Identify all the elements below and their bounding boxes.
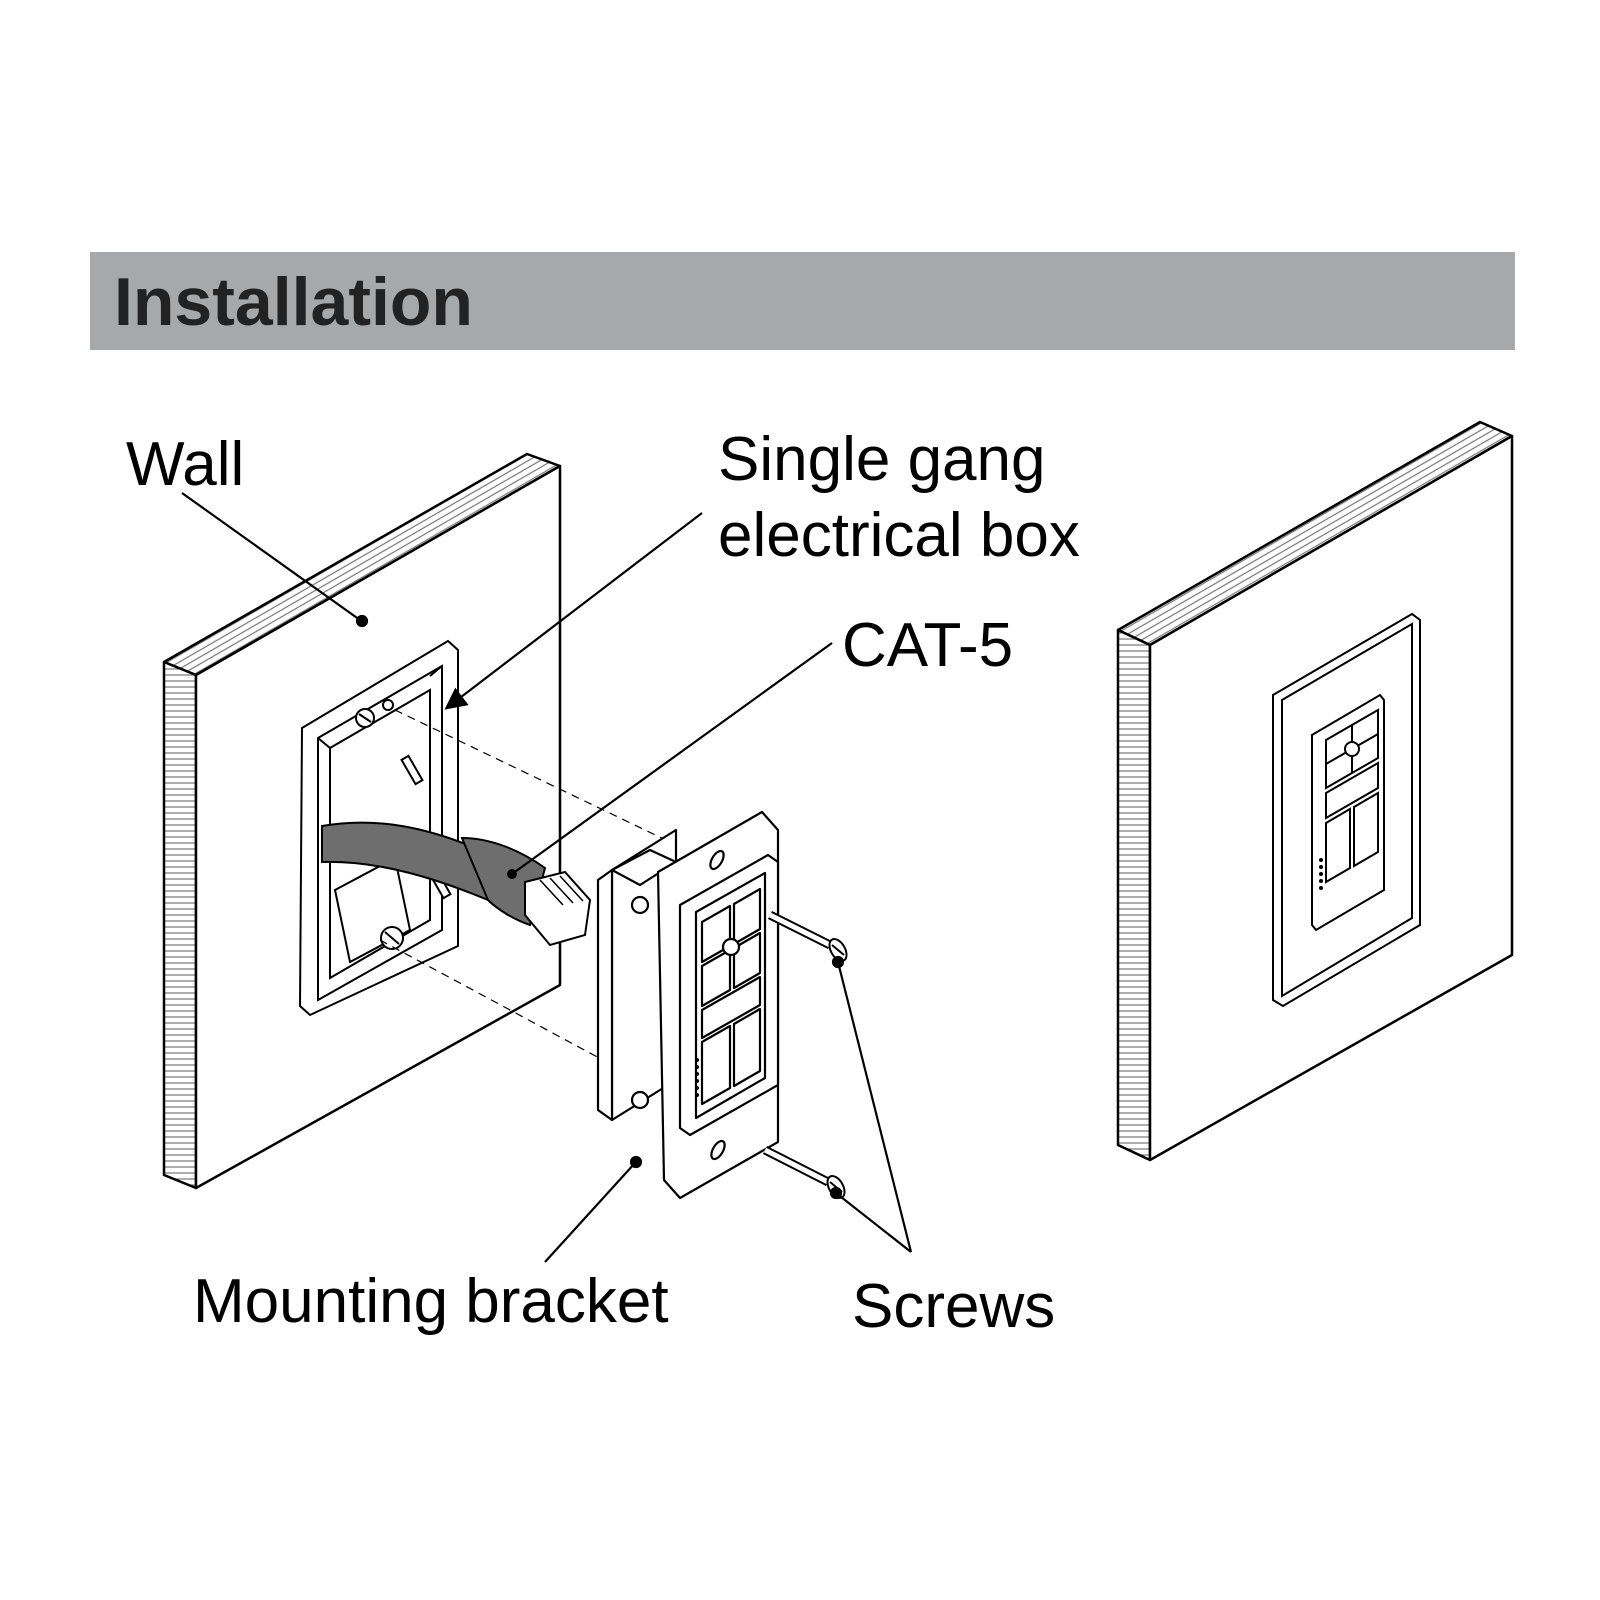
keypad-button-6 xyxy=(700,1024,732,1106)
wall-left-side-edge xyxy=(162,660,198,1190)
leader-lines xyxy=(181,492,913,1263)
leader-cat5 xyxy=(511,642,833,875)
keypad-button-4 xyxy=(732,931,762,990)
label-mounting-bracket: Mounting bracket xyxy=(193,1267,669,1336)
label-electrical-box-line1: Single gang xyxy=(718,425,1046,494)
wall-right-side-edge xyxy=(1116,628,1152,1162)
leader-bracket xyxy=(544,1162,636,1263)
leader-box xyxy=(444,512,703,710)
screw-top xyxy=(767,910,848,962)
installed-keypad xyxy=(1272,612,1421,1008)
keypad-assembly xyxy=(596,810,780,1200)
bracket-hole-top xyxy=(709,849,725,871)
keypad-button-3 xyxy=(700,948,732,1008)
leader-screws-2 xyxy=(835,1192,912,1253)
label-electrical-box-line2: electrical box xyxy=(718,501,1080,570)
page-title: Installation xyxy=(114,264,473,340)
label-screws: Screws xyxy=(852,1272,1055,1341)
header-bar: Installation xyxy=(90,252,1515,350)
label-cat5: CAT-5 xyxy=(842,611,1013,680)
keypad-button-5 xyxy=(700,975,762,1040)
keypad-center-dot xyxy=(721,937,741,957)
keypad-button-2 xyxy=(732,887,762,946)
keypad-led-column xyxy=(695,1058,699,1097)
keypad-button-7 xyxy=(732,1007,762,1088)
header-background xyxy=(90,252,1515,350)
cat5-cable xyxy=(321,821,592,947)
wall-right xyxy=(1116,420,1514,1162)
leader-screws-1 xyxy=(836,961,913,1253)
bracket-hole-bottom xyxy=(710,1139,726,1161)
leader-wall xyxy=(181,492,361,621)
label-wall: Wall xyxy=(126,430,244,499)
alignment-guides xyxy=(379,709,671,1081)
